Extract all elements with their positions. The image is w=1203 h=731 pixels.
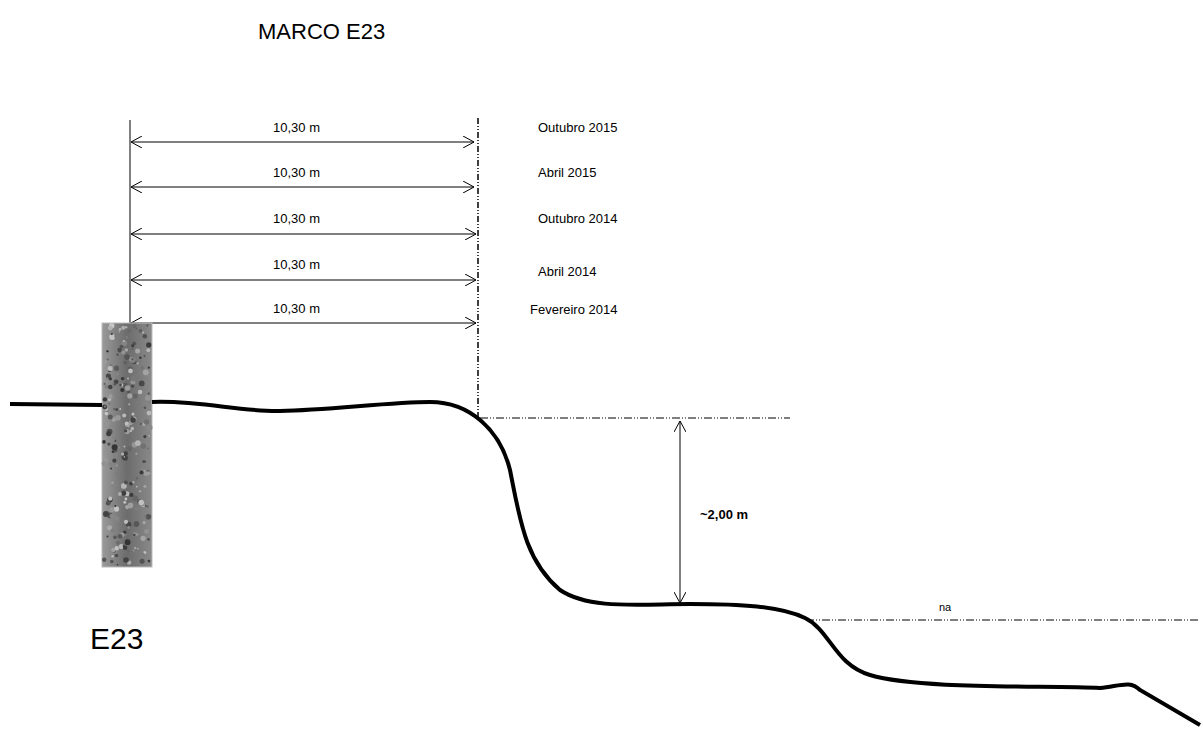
date-label: Outubro 2014 [538, 212, 618, 227]
water-level-label: na [939, 601, 951, 614]
dimension-label: 10,30 m [273, 302, 320, 317]
dimension-label: 10,30 m [273, 258, 320, 273]
edge-line [477, 118, 479, 418]
ground-profile [10, 402, 1200, 725]
date-label: Fevereiro 2014 [530, 303, 617, 318]
dimension-lines [131, 142, 476, 323]
height-label: ~2,00 m [700, 508, 748, 523]
reference-line [130, 120, 131, 323]
water-level-line [806, 619, 1200, 620]
height-dimension [680, 421, 681, 603]
dimension-label: 10,30 m [273, 121, 320, 136]
top-level-line [480, 417, 790, 418]
date-label: Abril 2014 [538, 265, 597, 280]
dimension-label: 10,30 m [273, 212, 320, 227]
marker-name: E23 [90, 622, 143, 657]
diagram-title: MARCO E23 [258, 19, 385, 44]
dimension-label: 10,30 m [273, 166, 320, 181]
date-label: Outubro 2015 [538, 121, 618, 136]
date-label: Abril 2015 [538, 166, 597, 181]
marker-post [102, 323, 153, 567]
